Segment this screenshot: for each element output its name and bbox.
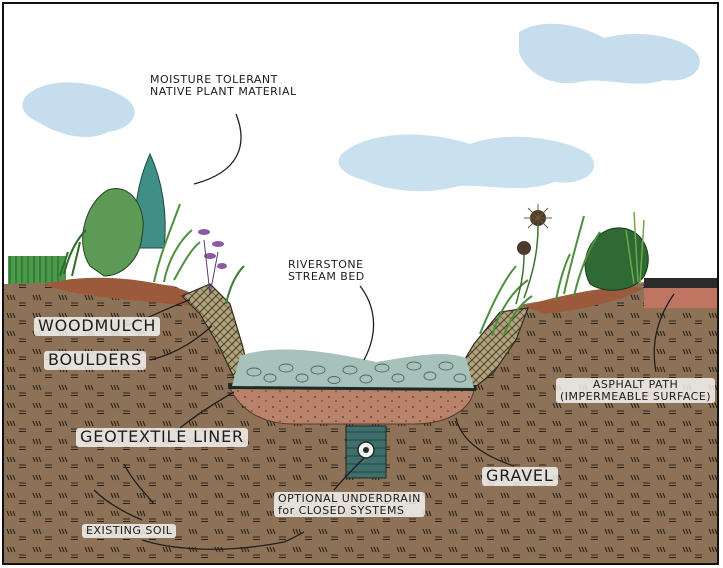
asphalt-path [644, 278, 717, 288]
cloud-top-right [519, 24, 700, 84]
riverstone-bed [232, 349, 474, 388]
label-boulders: BOULDERS [44, 351, 146, 370]
leader-riverstone [360, 286, 374, 360]
section-illustration [4, 4, 717, 563]
round-shrub [83, 189, 144, 276]
label-asphalt-line2: (IMPERMEABLE SURFACE) [560, 390, 711, 403]
label-gravel: GRAVEL [482, 467, 558, 486]
label-woodmulch: WOODMULCH [34, 317, 160, 336]
label-geotextile-liner: GEOTEXTILE LINER [76, 428, 248, 447]
label-riverstone-line2: STREAM BED [288, 270, 365, 283]
cloud-left [22, 82, 134, 137]
label-underdrain-line2: for CLOSED SYSTEMS [278, 505, 421, 517]
cloud-center [338, 134, 594, 191]
clouds [22, 24, 699, 191]
gravel-bed [230, 388, 474, 424]
label-asphalt-path: ASPHALT PATH (IMPERMEABLE SURFACE) [556, 378, 715, 403]
label-underdrain: OPTIONAL UNDERDRAIN for CLOSED SYSTEMS [274, 492, 425, 517]
label-riverstone: RIVERSTONE STREAM BED [288, 259, 365, 282]
label-plant-material: MOISTURE TOLERANT NATIVE PLANT MATERIAL [150, 74, 297, 97]
label-existing-soil: EXISTING SOIL [82, 524, 176, 538]
label-plant-line2: NATIVE PLANT MATERIAL [150, 85, 297, 98]
leader-plants [194, 114, 241, 184]
shrub-right [585, 228, 648, 290]
